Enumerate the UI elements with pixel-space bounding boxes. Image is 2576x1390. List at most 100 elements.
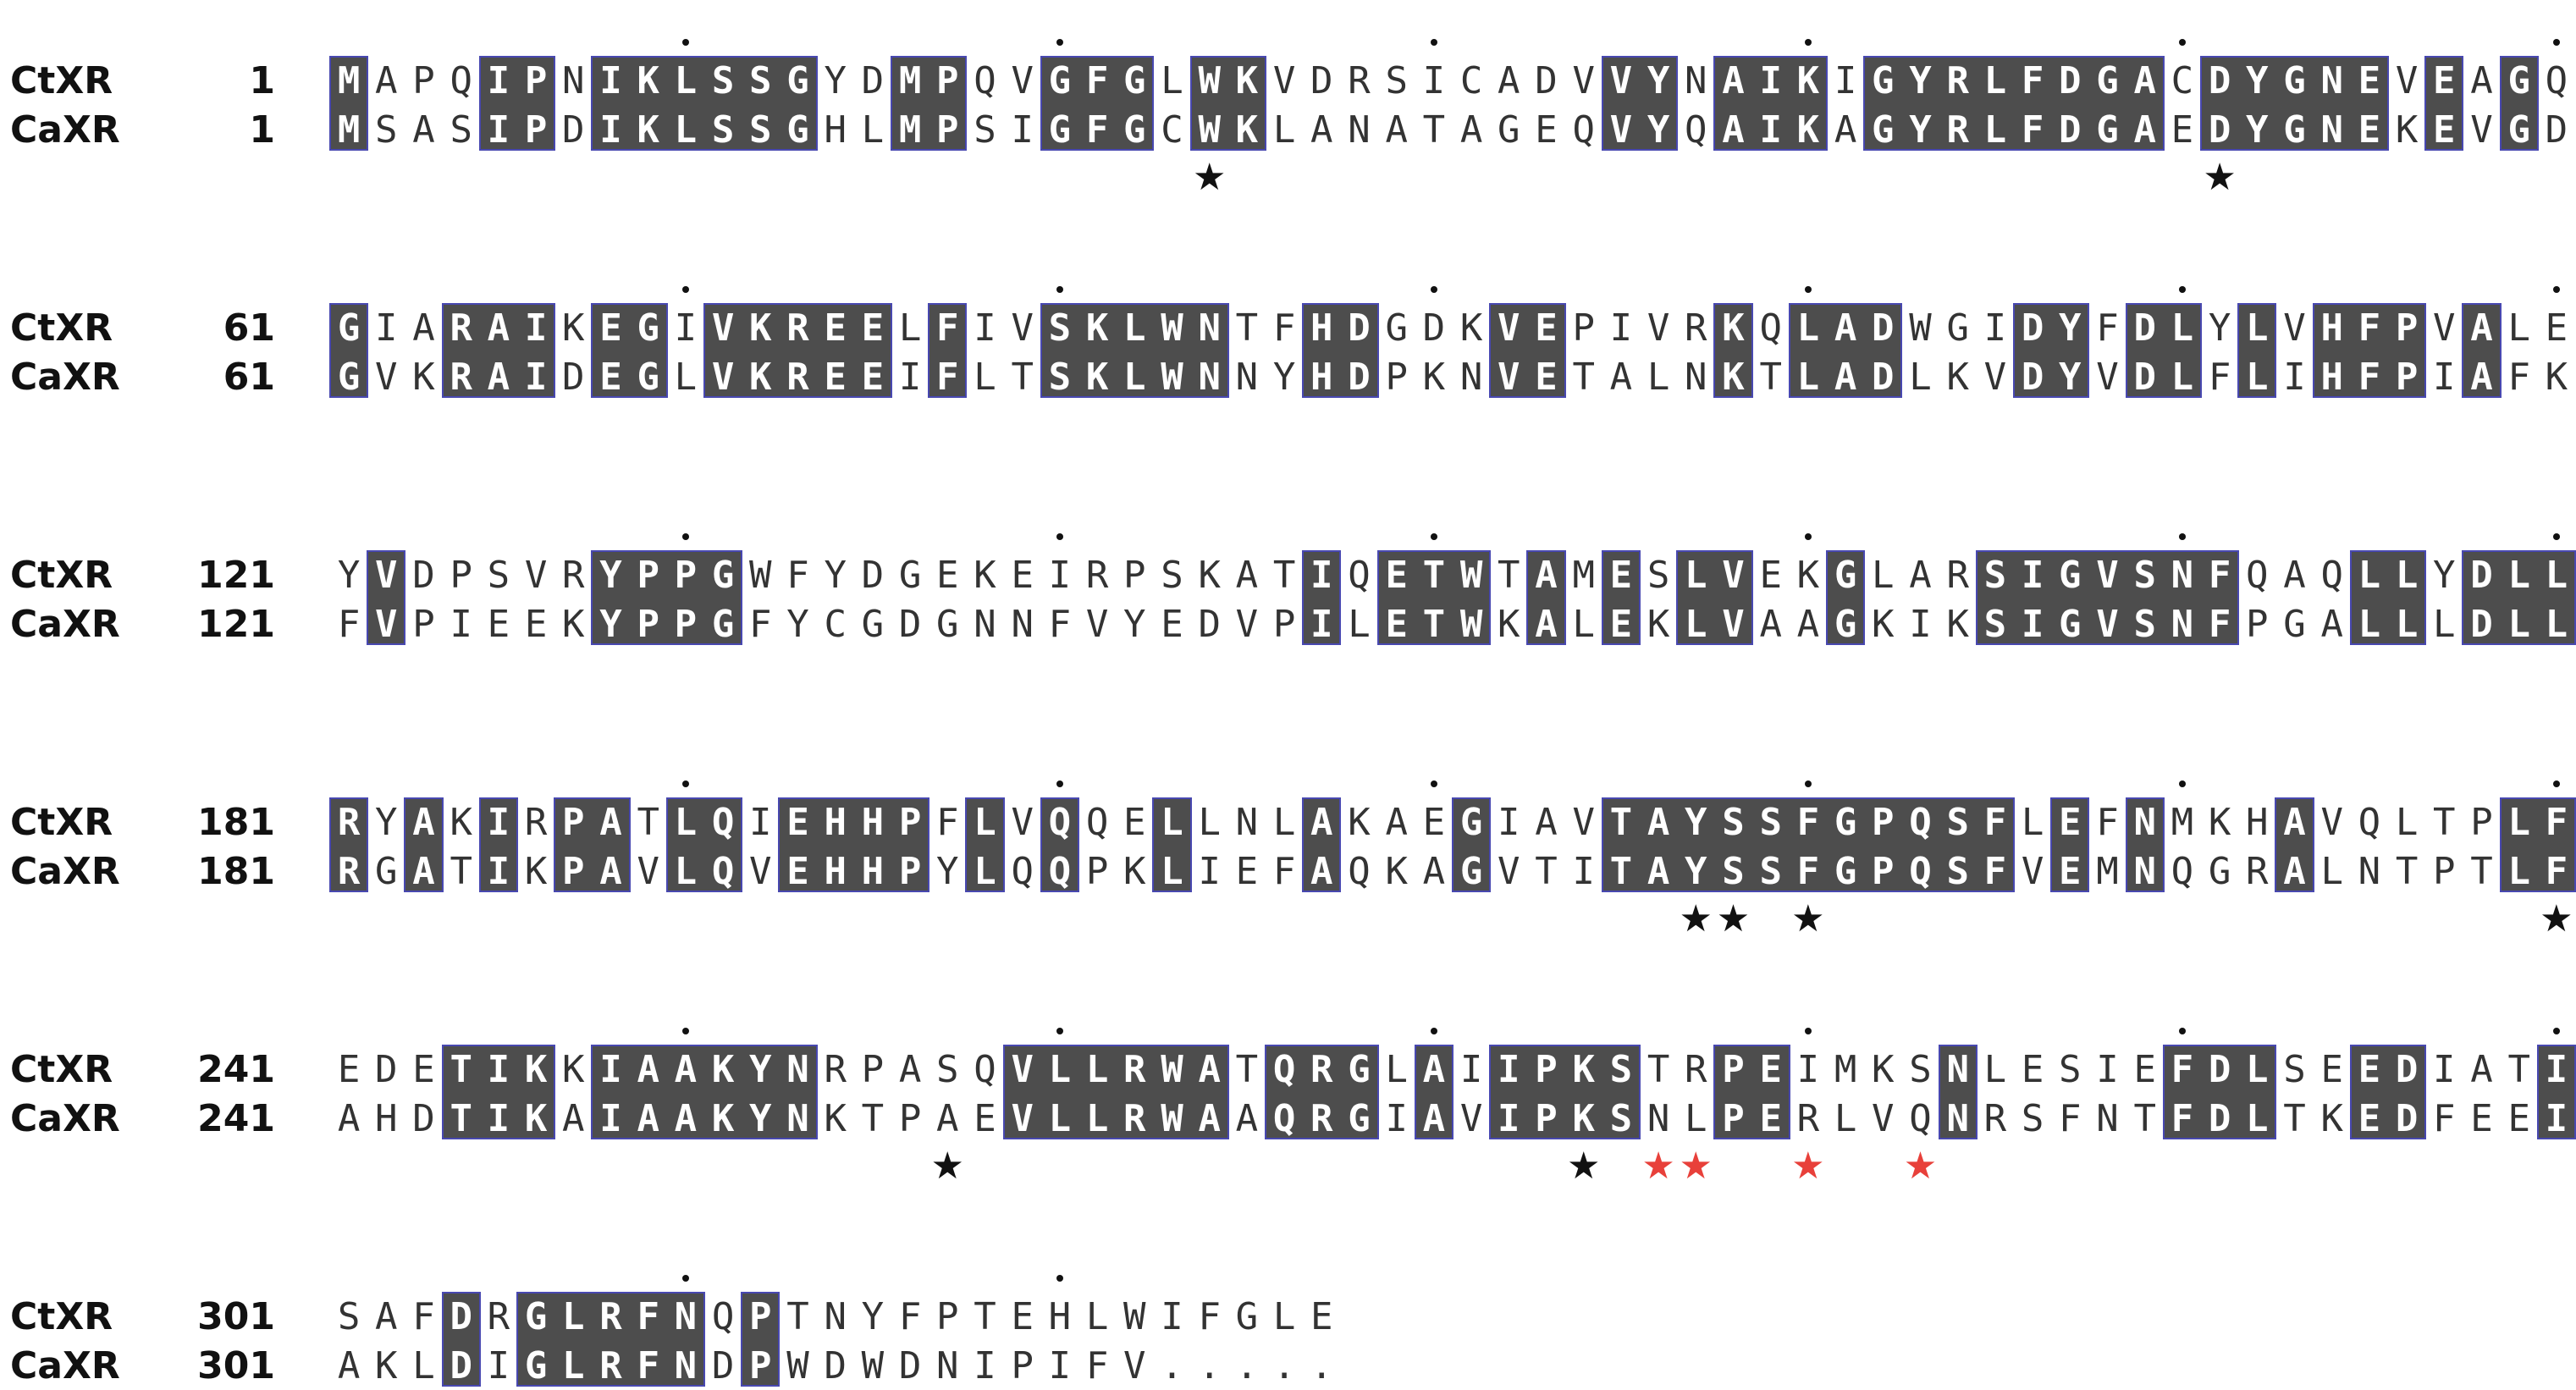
position-marker-dot bbox=[1804, 1028, 1812, 1034]
residue: A bbox=[637, 1048, 659, 1091]
residue: P bbox=[1123, 554, 1146, 597]
identity-box bbox=[1152, 797, 1192, 892]
identity-box bbox=[778, 797, 930, 892]
residue: G bbox=[1834, 801, 1857, 844]
residue: V bbox=[711, 356, 735, 399]
residue: R bbox=[1983, 1097, 2007, 1140]
residue: A bbox=[375, 1295, 398, 1338]
residue: F bbox=[2545, 850, 2568, 893]
residue: Q bbox=[711, 801, 735, 844]
residue: A bbox=[562, 1097, 585, 1140]
residue: F bbox=[2171, 1097, 2194, 1140]
residue: D bbox=[450, 1295, 472, 1338]
residue: Y bbox=[1909, 108, 1932, 152]
identity-box bbox=[1040, 303, 1229, 398]
residue: A bbox=[1722, 59, 1745, 102]
residue: E bbox=[1310, 1295, 1333, 1338]
residue: F bbox=[898, 1295, 922, 1338]
residue: Y bbox=[1685, 850, 1707, 893]
residue: A bbox=[375, 59, 398, 102]
residue: S bbox=[711, 108, 735, 152]
residue: F bbox=[637, 1344, 659, 1387]
residue: I bbox=[599, 1097, 622, 1140]
residue: G bbox=[524, 1295, 548, 1338]
residue: D bbox=[2208, 1097, 2231, 1140]
residue: Y bbox=[749, 1048, 772, 1091]
residue: E bbox=[1609, 603, 1633, 646]
residue: T bbox=[450, 1097, 472, 1140]
residue: S bbox=[936, 1048, 959, 1091]
residue: A bbox=[1198, 1048, 1221, 1091]
residue: W bbox=[1459, 554, 1483, 597]
residue: E bbox=[599, 306, 622, 350]
residue: N bbox=[786, 1048, 809, 1091]
residue: Y bbox=[749, 1097, 772, 1140]
residue: L bbox=[2507, 554, 2530, 597]
residue: D bbox=[2470, 603, 2493, 646]
residue: D bbox=[2208, 59, 2231, 102]
residue: I bbox=[2283, 356, 2306, 399]
residue: N bbox=[1235, 801, 1259, 844]
residue: G bbox=[524, 1344, 548, 1387]
residue: P bbox=[1572, 306, 1595, 350]
residue: P bbox=[524, 108, 548, 152]
residue: T bbox=[637, 801, 659, 844]
residue: G bbox=[1946, 306, 1969, 350]
identity-box bbox=[554, 797, 631, 892]
position-marker-dot bbox=[681, 1275, 689, 1282]
sequence-name: CtXR bbox=[10, 554, 113, 597]
residue: A bbox=[1535, 603, 1558, 646]
residue: S bbox=[450, 108, 472, 152]
residue: R bbox=[786, 306, 809, 350]
residue: F bbox=[2096, 306, 2119, 350]
residue: L bbox=[1161, 801, 1183, 844]
residue: Y bbox=[2059, 356, 2082, 399]
residue: R bbox=[337, 801, 361, 844]
residue: S bbox=[1609, 1097, 1633, 1140]
residue: F bbox=[1272, 850, 1296, 893]
residue: K bbox=[637, 108, 659, 152]
residue: H bbox=[861, 801, 885, 844]
residue: T bbox=[1422, 603, 1446, 646]
position-marker-dot bbox=[1056, 39, 1063, 46]
position-marker-dot bbox=[1430, 1028, 1437, 1034]
residue: G bbox=[1048, 59, 1072, 102]
residue: G bbox=[1834, 554, 1857, 597]
residue: T bbox=[1609, 850, 1633, 893]
residue: M bbox=[1572, 554, 1595, 597]
sequence-name: CaXR bbox=[10, 1097, 120, 1140]
residue: G bbox=[2096, 59, 2119, 102]
residue: I bbox=[1909, 603, 1932, 646]
residue: F bbox=[337, 603, 361, 646]
residue: I bbox=[1498, 1097, 1520, 1140]
residue: V bbox=[1498, 306, 1520, 350]
identity-box bbox=[404, 797, 444, 892]
position-marker-dot bbox=[2552, 286, 2560, 293]
residue: V bbox=[1498, 356, 1520, 399]
residue: K bbox=[1796, 59, 1820, 102]
residue: G bbox=[936, 603, 959, 646]
residue: Y bbox=[375, 801, 398, 844]
residue: A bbox=[412, 850, 435, 893]
residue: V bbox=[1011, 1048, 1034, 1091]
residue: Q bbox=[974, 59, 996, 102]
sequence-start-number: 181 bbox=[197, 801, 275, 844]
residue: I bbox=[2545, 1048, 2568, 1091]
residue: N bbox=[674, 1344, 698, 1387]
residue: Q bbox=[2246, 554, 2269, 597]
residue: T bbox=[974, 1295, 996, 1338]
residue: D bbox=[1348, 356, 1371, 399]
identity-box bbox=[2312, 303, 2427, 398]
residue: . bbox=[1272, 1344, 1296, 1387]
identity-box bbox=[1002, 1045, 1229, 1139]
residue: A bbox=[2470, 1048, 2493, 1091]
residue: A bbox=[2133, 108, 2156, 152]
residue: V bbox=[1272, 59, 1296, 102]
residue: Y bbox=[1272, 356, 1296, 399]
residue: K bbox=[450, 801, 472, 844]
residue: V bbox=[1011, 306, 1034, 350]
black-star-marker: ★ bbox=[1192, 156, 1227, 199]
residue: E bbox=[2507, 1097, 2530, 1140]
residue: I bbox=[524, 306, 548, 350]
residue: N bbox=[2320, 108, 2343, 152]
